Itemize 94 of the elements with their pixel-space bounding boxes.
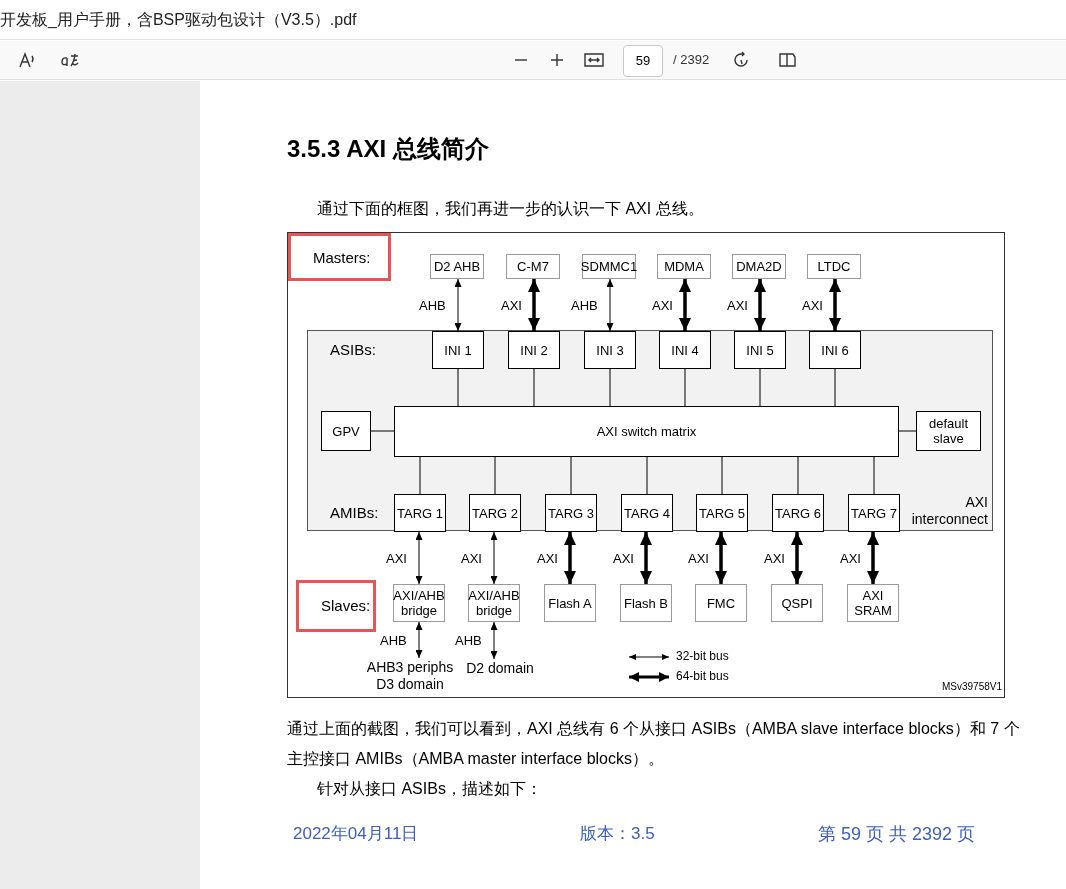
bus-target-text: AHB3 periphs D3 domain <box>360 658 460 694</box>
block-box: INI 2 <box>508 331 560 369</box>
connector-line <box>419 456 421 495</box>
block-box: GPV <box>321 411 371 451</box>
bus-arrow <box>415 621 423 659</box>
connector-line <box>759 368 761 407</box>
legend-text: 64-bit bus <box>676 669 729 683</box>
group-box <box>307 330 993 531</box>
connector-line <box>457 368 459 407</box>
edge-label: AXI <box>802 297 823 313</box>
block-box: FMC <box>695 584 747 622</box>
file-name: 开发板_用户手册，含BSP驱动包设计（V3.5）.pdf <box>0 10 358 30</box>
bus-target-text: D2 domain <box>462 659 538 677</box>
bus-arrow <box>606 278 614 332</box>
group-label: ASIBs: <box>330 341 377 358</box>
paragraph: 通过下面的框图，我们再进一步的认识一下 AXI 总线。 <box>317 199 705 219</box>
bus-arrow <box>528 279 540 331</box>
bus-arrow <box>791 532 803 584</box>
block-box: INI 6 <box>809 331 861 369</box>
highlighted-label: Masters: <box>288 233 391 281</box>
block-box: TARG 3 <box>545 494 597 532</box>
connector-line <box>873 456 875 495</box>
bus-arrow <box>754 279 766 331</box>
bus-arrow <box>715 532 727 584</box>
connector-line <box>533 368 535 407</box>
connector-line <box>609 368 611 407</box>
block-box: default slave <box>916 411 981 451</box>
connector-line <box>570 456 572 495</box>
edge-label: AHB <box>571 297 598 313</box>
connector-line <box>898 430 917 432</box>
block-box: TARG 1 <box>394 494 446 532</box>
connector-line <box>797 456 799 495</box>
edge-label: AXI <box>727 297 748 313</box>
block-box: INI 4 <box>659 331 711 369</box>
paragraph: 通过上面的截图，我们可以看到，AXI 总线有 6 个从接口 ASIBs（AMBA slave interface blocks）和 7 个主控接口 AMIBs（AMBA master interface blocks）。 <box>287 719 1021 769</box>
connector-line <box>494 456 496 495</box>
block-box: D2 AHB <box>430 254 484 279</box>
block-box: INI 3 <box>584 331 636 369</box>
bus-arrow <box>454 278 462 332</box>
block-box: TARG 5 <box>696 494 748 532</box>
bus-arrow <box>415 531 423 585</box>
block-box: MDMA <box>657 254 711 279</box>
bus-arrow <box>490 621 498 660</box>
block-box: TARG 4 <box>621 494 673 532</box>
bus-arrow <box>490 531 498 585</box>
connector-line <box>721 456 723 495</box>
edge-label: AXI <box>840 550 861 566</box>
edge-label: AXI <box>688 550 709 566</box>
block-box: INI 5 <box>734 331 786 369</box>
edge-label: AXI <box>461 550 482 566</box>
paragraph: 针对从接口 ASIBs，描述如下： <box>317 779 543 799</box>
edge-label: AXI <box>764 550 785 566</box>
footer-page: 第 59 页 共 2392 页 <box>818 823 977 846</box>
block-box: TARG 2 <box>469 494 521 532</box>
edge-label: AXI <box>652 297 673 313</box>
edge-label: AXI <box>537 550 558 566</box>
edge-label: AHB <box>455 633 482 648</box>
connector-line <box>370 430 395 432</box>
connector-line <box>834 368 836 407</box>
block-box: C-M7 <box>506 254 560 279</box>
bus-arrow <box>564 532 576 584</box>
bus-arrow <box>829 279 841 331</box>
footer-date: 2022年04月11日 <box>293 823 420 845</box>
bus-arrow <box>640 532 652 584</box>
section-heading: 3.5.3 AXI 总线简介 <box>287 134 489 164</box>
edge-label: AXI <box>386 550 407 566</box>
edge-label: AHB <box>419 297 446 313</box>
block-box: AXI/AHB bridge <box>468 584 520 622</box>
block-box: DMA2D <box>732 254 786 279</box>
legend-text: 32-bit bus <box>676 649 729 663</box>
edge-label: AXI <box>613 550 634 566</box>
page-number-field: 59 <box>623 45 663 77</box>
block-box: INI 1 <box>432 331 484 369</box>
group-title: AXI interconnect <box>910 494 988 528</box>
block-box: AXI/AHB bridge <box>393 584 445 622</box>
highlighted-label: Slaves: <box>296 580 376 632</box>
block-box: TARG 7 <box>848 494 900 532</box>
connector-line <box>684 368 686 407</box>
figure-id: MSv39758V1 <box>940 681 1002 692</box>
block-box: QSPI <box>771 584 823 622</box>
block-box: AXI SRAM <box>847 584 899 622</box>
block-box: AXI switch matrix <box>394 406 899 457</box>
bus-arrow <box>867 532 879 584</box>
block-box: Flash A <box>544 584 596 622</box>
edge-label: AXI <box>501 297 522 313</box>
page-count: / 2392 <box>673 52 711 67</box>
block-box: TARG 6 <box>772 494 824 532</box>
block-box: LTDC <box>807 254 861 279</box>
footer-version: 版本：3.5 <box>580 823 656 845</box>
bus-arrow <box>679 279 691 331</box>
block-box: Flash B <box>620 584 672 622</box>
edge-label: AHB <box>380 632 407 648</box>
connector-line <box>646 456 648 495</box>
block-box: SDMMC1 <box>582 254 636 279</box>
